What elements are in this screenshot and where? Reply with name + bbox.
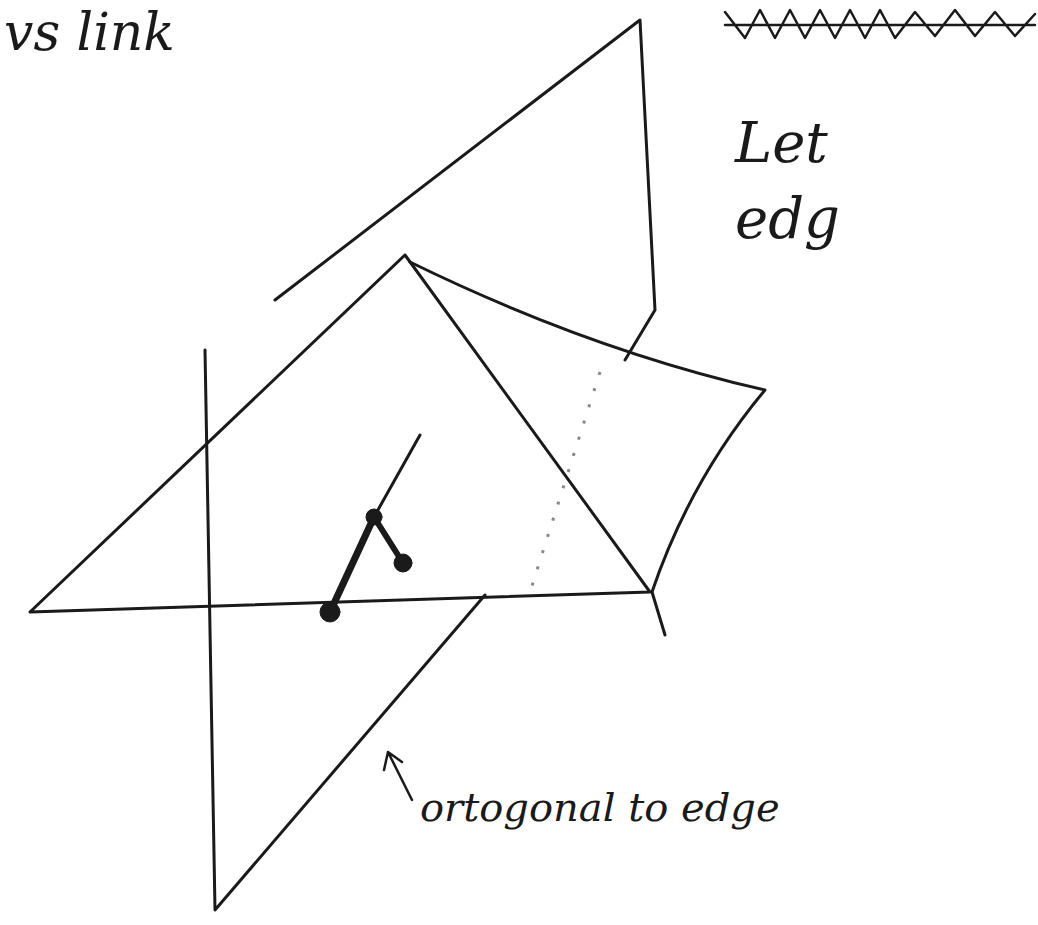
curved-face	[410, 262, 765, 592]
heading-fragment: vs link	[4, 4, 175, 61]
scribble	[725, 10, 1035, 38]
annotation: ortogonal to edge	[420, 785, 780, 829]
tick	[652, 592, 665, 635]
normal-vector	[320, 435, 420, 622]
upper-plane	[275, 20, 655, 360]
note-text: Let	[735, 112, 828, 174]
hidden-edge	[530, 372, 600, 592]
note-text: edg	[735, 188, 840, 250]
triangle	[30, 255, 650, 612]
note-arrow	[384, 752, 412, 800]
